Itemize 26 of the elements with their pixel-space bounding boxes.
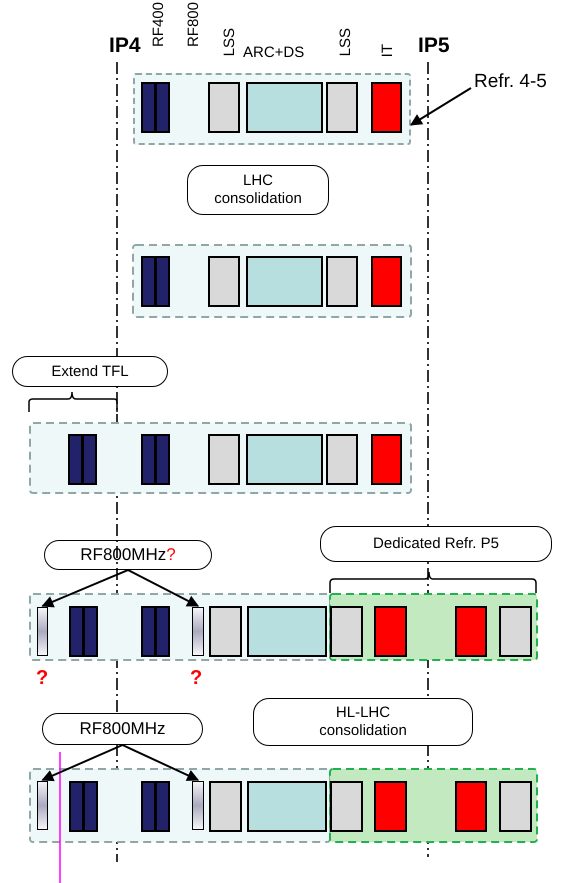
small-block [37, 781, 48, 830]
arrow [410, 87, 472, 126]
arrow [41, 569, 128, 608]
small-block [192, 781, 204, 830]
rounded-callout: RF800MHz [42, 713, 203, 745]
rounded-callout: LHC consolidation [187, 165, 329, 215]
column-label: RF400 [150, 2, 167, 48]
rounded-callout: HL-LHC consolidation [253, 698, 473, 746]
column-label: ARC+DS [243, 44, 304, 61]
rounded-callout: Extend TFL [12, 356, 168, 387]
rounded-callout: Dedicated Refr. P5 [320, 526, 552, 562]
arrow [128, 569, 200, 607]
arrow [41, 744, 123, 782]
column-label: LSS [221, 28, 238, 56]
axis-label: IP4 [109, 34, 141, 57]
small-block [37, 607, 48, 656]
small-block [192, 607, 204, 656]
axis-label: IP5 [418, 34, 450, 57]
column-label: RF800 [185, 2, 202, 48]
column-label: LSS [337, 28, 354, 56]
rounded-callout: RF800MHz? [44, 540, 212, 570]
question-mark: ? [190, 667, 202, 689]
question-mark: ? [36, 667, 48, 689]
column-label: IT [379, 44, 396, 58]
arrow [122, 744, 200, 781]
callout-text: Refr. 4-5 [474, 70, 547, 94]
